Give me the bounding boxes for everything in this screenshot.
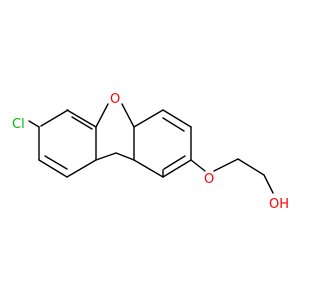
bond [95,103,109,128]
bond [28,120,40,128]
bond [66,109,97,128]
bond [213,158,239,172]
bond [66,159,97,178]
bond [133,159,164,178]
ether-oxygen-label: O [204,172,214,187]
bond [95,152,117,161]
bonds [28,103,274,194]
bond [38,159,68,178]
bond [162,159,192,178]
bond [115,152,135,161]
bond [190,159,206,172]
bond [44,155,68,170]
bond [121,103,135,128]
structure-diagram: Cl O O OH [12,92,289,212]
bond [263,174,274,194]
bond [40,109,69,127]
bond [237,158,265,176]
hydroxyl-label: OH [269,197,289,212]
bond [162,109,192,128]
bond [162,117,185,132]
bond [163,155,186,170]
furan-oxygen-label: O [110,92,120,107]
chlorine-label: Cl [12,117,25,132]
bond [133,109,164,128]
bond [71,116,93,130]
